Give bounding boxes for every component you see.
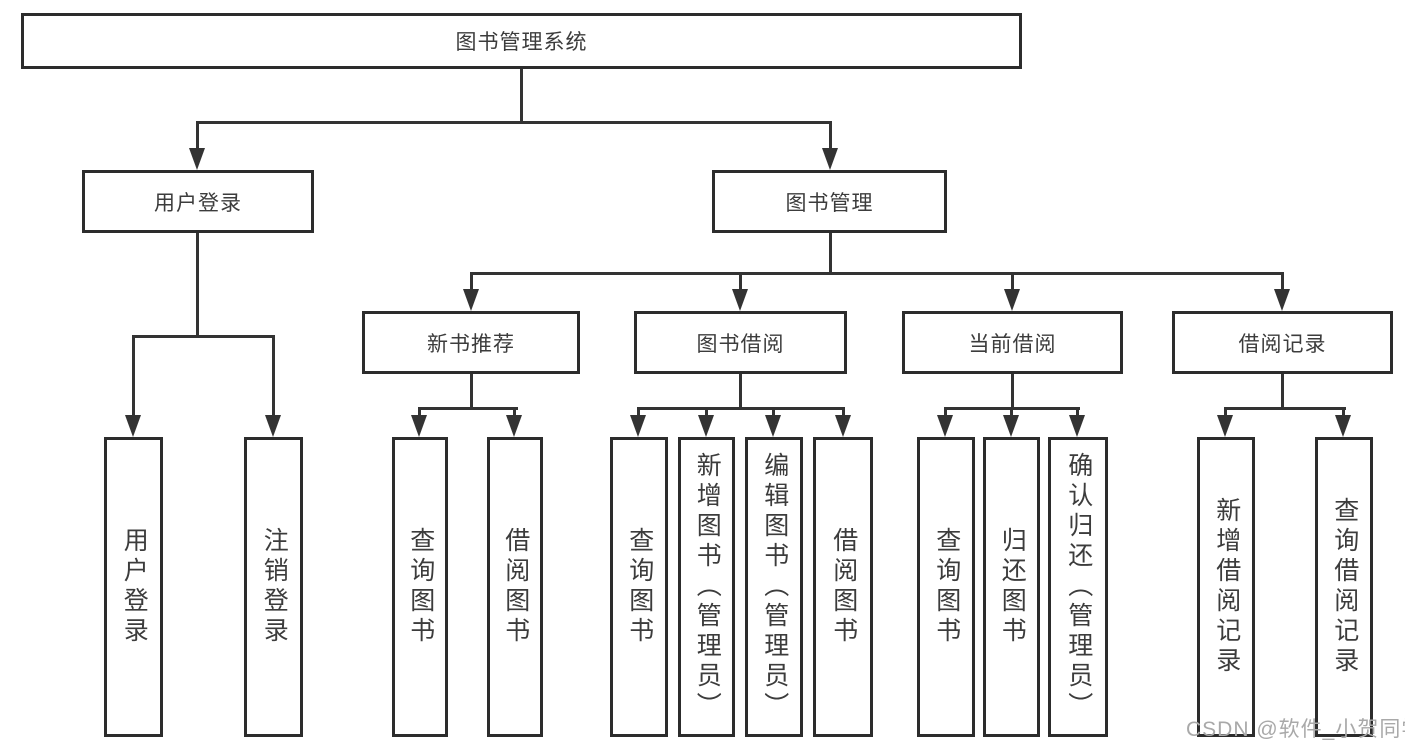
leaf-query-books-recommend: 查询图书 <box>392 437 448 737</box>
node-current-borrow: 当前借阅 <box>902 311 1123 374</box>
leaf-add-borrow-record: 新增借阅记录 <box>1197 437 1255 737</box>
arrow-down-icon <box>463 289 479 311</box>
leaf-borrow-books-recommend: 借阅图书 <box>487 437 543 737</box>
leaf-add-book-admin-label: 新增图书（管理员） <box>693 452 722 722</box>
connector-userlogin-drop <box>272 335 275 417</box>
leaf-query-books-borrow: 查询图书 <box>610 437 668 737</box>
connector-userlogin-bar <box>132 335 275 338</box>
arrow-down-icon <box>765 415 781 437</box>
connector-records-bar <box>1224 407 1346 410</box>
leaf-confirm-return-admin: 确认归还（管理员） <box>1048 437 1108 737</box>
leaf-query-books-borrow-label: 查询图书 <box>625 527 654 647</box>
leaf-add-borrow-record-label: 新增借阅记录 <box>1212 497 1241 677</box>
leaf-query-books-current-label: 查询图书 <box>932 527 961 647</box>
connector-bookmgmt-drop <box>1011 272 1014 291</box>
leaf-query-borrow-record-label: 查询借阅记录 <box>1330 497 1359 677</box>
node-current-borrow-label: 当前借阅 <box>968 332 1057 356</box>
connector-records-stem <box>1281 374 1284 409</box>
node-borrow-records-label: 借阅记录 <box>1238 332 1327 356</box>
connector-root-bar <box>196 121 832 124</box>
node-book-management: 图书管理 <box>712 170 947 233</box>
node-user-login-label: 用户登录 <box>154 191 242 215</box>
connector-root-stem <box>520 69 523 123</box>
connector-current-drop <box>1076 407 1079 419</box>
arrow-down-icon <box>1335 415 1351 437</box>
leaf-borrow-books-2-label: 借阅图书 <box>829 527 858 647</box>
arrow-down-icon <box>1003 415 1019 437</box>
arrow-down-icon <box>125 415 141 437</box>
connector-borrow-stem <box>739 374 742 409</box>
arrow-down-icon <box>411 415 427 437</box>
watermark: CSDN @软件_小贺同学 <box>1186 718 1405 741</box>
leaf-edit-book-admin: 编辑图书（管理员） <box>745 437 803 737</box>
arrow-down-icon <box>1274 289 1290 311</box>
connector-userlogin-drop <box>132 335 135 417</box>
arrow-down-icon <box>189 148 205 170</box>
arrow-down-icon <box>835 415 851 437</box>
arrow-down-icon <box>1069 415 1085 437</box>
connector-bookmgmt-drop <box>1281 272 1284 291</box>
connector-current-drop <box>1010 407 1013 419</box>
leaf-query-borrow-record: 查询借阅记录 <box>1315 437 1373 737</box>
connector-borrow-drop <box>637 407 640 419</box>
leaf-user-login-label: 用户登录 <box>120 527 149 647</box>
connector-current-stem <box>1011 374 1014 409</box>
connector-records-drop <box>1224 407 1227 419</box>
leaf-borrow-books-recommend-label: 借阅图书 <box>501 527 530 647</box>
leaf-add-book-admin: 新增图书（管理员） <box>678 437 735 737</box>
leaf-borrow-books-2: 借阅图书 <box>813 437 873 737</box>
connector-recommend-stem <box>470 374 473 409</box>
node-book-borrow-label: 图书借阅 <box>696 332 785 356</box>
arrow-down-icon <box>265 415 281 437</box>
arrow-down-icon <box>506 415 522 437</box>
arrow-down-icon <box>1217 415 1233 437</box>
node-new-book-recommend-label: 新书推荐 <box>427 332 515 356</box>
leaf-query-books-recommend-label: 查询图书 <box>406 527 435 647</box>
connector-borrow-drop <box>842 407 845 419</box>
connector-bookmgmt-bar <box>470 272 1284 275</box>
arrow-down-icon <box>1004 289 1020 311</box>
node-new-book-recommend: 新书推荐 <box>362 311 580 374</box>
arrow-down-icon <box>630 415 646 437</box>
connector-recommend-drop <box>418 407 421 419</box>
node-book-management-label: 图书管理 <box>785 191 874 215</box>
leaf-confirm-return-admin-label: 确认归还（管理员） <box>1064 452 1093 722</box>
connector-borrow-drop <box>772 407 775 419</box>
leaf-query-books-current: 查询图书 <box>917 437 975 737</box>
connector-bookmgmt-drop <box>739 272 742 291</box>
connector-bookmgmt-drop <box>470 272 473 291</box>
arrow-down-icon <box>822 148 838 170</box>
connector-root-left-drop <box>196 121 199 150</box>
leaf-return-book: 归还图书 <box>983 437 1040 737</box>
connector-borrow-drop <box>705 407 708 419</box>
leaf-return-book-label: 归还图书 <box>998 527 1027 647</box>
connector-userlogin-stem <box>196 233 199 337</box>
connector-recommend-drop <box>513 407 516 419</box>
node-user-login: 用户登录 <box>82 170 314 233</box>
connector-borrow-bar <box>637 407 845 410</box>
node-borrow-records: 借阅记录 <box>1172 311 1393 374</box>
connector-root-right-drop <box>829 121 832 150</box>
arrow-down-icon <box>937 415 953 437</box>
connector-records-drop <box>1342 407 1345 419</box>
node-root: 图书管理系统 <box>21 13 1022 69</box>
leaf-logout: 注销登录 <box>244 437 303 737</box>
arrow-down-icon <box>698 415 714 437</box>
leaf-logout-label: 注销登录 <box>260 527 289 647</box>
arrow-down-icon <box>732 289 748 311</box>
leaf-edit-book-admin-label: 编辑图书（管理员） <box>760 452 789 722</box>
connector-bookmgmt-stem <box>829 233 832 274</box>
connector-recommend-bar <box>418 407 518 410</box>
node-book-borrow: 图书借阅 <box>634 311 847 374</box>
leaf-user-login: 用户登录 <box>104 437 163 737</box>
connector-current-drop <box>944 407 947 419</box>
node-root-label: 图书管理系统 <box>455 31 588 54</box>
